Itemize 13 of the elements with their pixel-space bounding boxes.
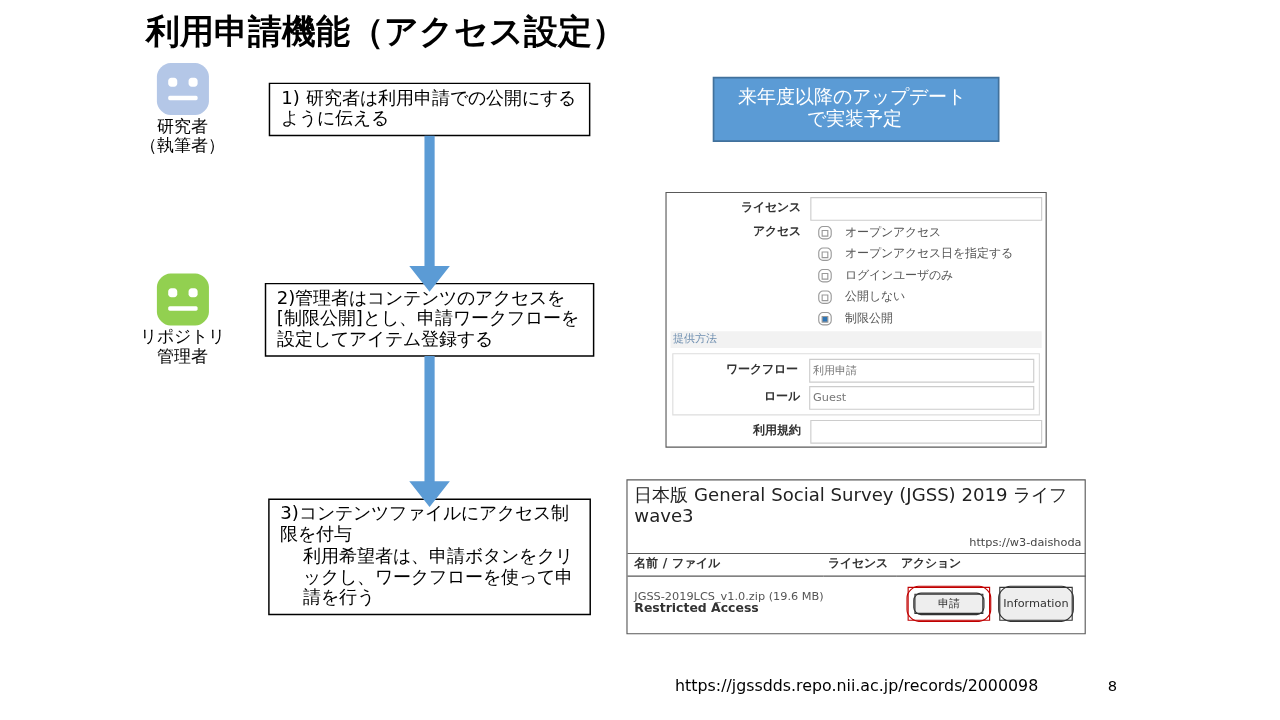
node-label: リポジトリ管理者 xyxy=(139,326,225,366)
node-box: 3)コンテンツファイルにアクセス制限を付与 利用希望者は、申請ボタンをクリックし、ワークフローを使って申請を行う xyxy=(268,498,591,616)
diagram-title: 利用申請機能（アクセス設定） xyxy=(145,11,626,52)
label: https://jgssdds.repo.nii.ac.jp/records/2000098 xyxy=(675,676,1039,696)
arrow xyxy=(409,135,450,292)
node-label: 研究者（執筆者） xyxy=(139,116,225,156)
label: 8 xyxy=(1107,676,1118,694)
node-box xyxy=(156,273,209,326)
node-box: 2)管理者はコンテンツのアクセスを[制限公開]とし、申請ワークフローを設定してアイテム登録する xyxy=(264,282,595,357)
arrow xyxy=(409,356,450,508)
node-box: 1) 研究者は利用申請での公開にするように伝える xyxy=(268,82,591,137)
node-box xyxy=(156,63,209,116)
node-box: 来年度以降のアップデートで実装予定 xyxy=(712,76,1000,142)
